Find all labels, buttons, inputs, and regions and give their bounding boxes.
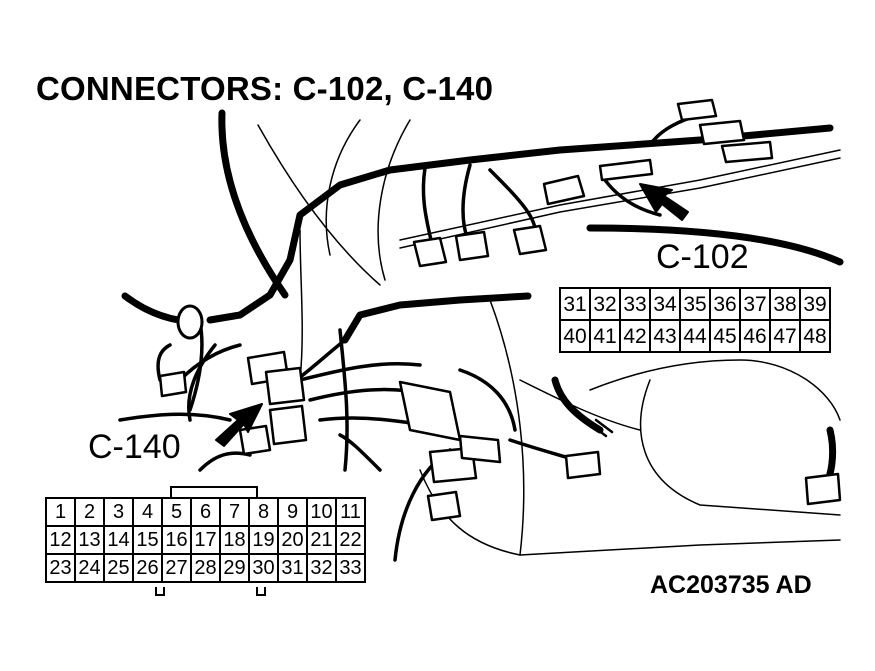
pin-cell: 19	[248, 525, 279, 555]
pin-cell: 9	[277, 497, 308, 527]
pin-cell: 16	[161, 525, 192, 555]
grommet	[176, 304, 204, 340]
pin-cell: 28	[190, 553, 221, 583]
pin-cell: 6	[190, 497, 221, 527]
pin-cell: 43	[649, 319, 681, 353]
pin-cell: 32	[589, 287, 621, 321]
pin-cell: 47	[769, 319, 801, 353]
pin-cell: 36	[709, 287, 741, 321]
pin-cell: 31	[277, 553, 308, 583]
pin-cell: 26	[132, 553, 163, 583]
pin-cell: 37	[739, 287, 771, 321]
pin-cell: 35	[679, 287, 711, 321]
label-c102: C-102	[656, 238, 749, 276]
pin-cell: 3	[103, 497, 134, 527]
harness-trunks	[121, 109, 844, 484]
pin-cell: 29	[219, 553, 250, 583]
pin-cell: 38	[769, 287, 801, 321]
callout-arrows	[215, 183, 689, 447]
pin-cell: 13	[74, 525, 105, 555]
pin-cell: 12	[45, 525, 76, 555]
label-c140: C-140	[88, 428, 181, 466]
pin-cell: 42	[619, 319, 651, 353]
pin-cell: 46	[739, 319, 771, 353]
pin-cell: 34	[649, 287, 681, 321]
pin-cell: 33	[619, 287, 651, 321]
pin-cell: 45	[709, 319, 741, 353]
pin-cell: 10	[306, 497, 337, 527]
pin-cell: 14	[103, 525, 134, 555]
pin-cell: 15	[132, 525, 163, 555]
pin-cell: 27	[161, 553, 192, 583]
pin-cell: 21	[306, 525, 337, 555]
pin-cell: 2	[74, 497, 105, 527]
c140-latch-right	[256, 587, 266, 596]
pin-cell: 5	[161, 497, 192, 527]
figure-code: AC203735 AD	[650, 571, 812, 599]
pin-cell: 23	[45, 553, 76, 583]
pin-cell: 11	[335, 497, 366, 527]
pin-cell: 4	[132, 497, 163, 527]
page-title: CONNECTORS: C-102, C-140	[36, 70, 494, 107]
dashboard-outline	[257, 119, 841, 556]
pin-cell: 44	[679, 319, 711, 353]
pin-cell: 40	[559, 319, 591, 353]
pin-cell: 39	[799, 287, 831, 321]
pin-cell: 31	[559, 287, 591, 321]
c140-latch-left	[155, 587, 165, 596]
pin-cell: 7	[219, 497, 250, 527]
connector-blocks	[158, 98, 842, 522]
pin-cell: 25	[103, 553, 134, 583]
pin-cell: 8	[248, 497, 279, 527]
pin-cell: 41	[589, 319, 621, 353]
pin-cell: 33	[335, 553, 366, 583]
pin-cell: 18	[219, 525, 250, 555]
c140-connector-tab	[170, 486, 258, 497]
pin-cell: 1	[45, 497, 76, 527]
pin-cell: 17	[190, 525, 221, 555]
pin-cell: 24	[74, 553, 105, 583]
pin-cell: 20	[277, 525, 308, 555]
pin-cell: 30	[248, 553, 279, 583]
pin-cell: 22	[335, 525, 366, 555]
pin-cell: 48	[799, 319, 831, 353]
pin-cell: 32	[306, 553, 337, 583]
